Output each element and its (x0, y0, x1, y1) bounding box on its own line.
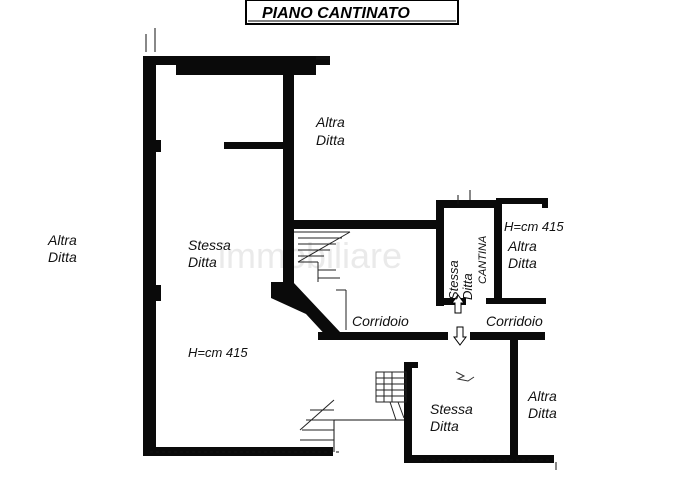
label-cantina: Stessa Ditta CANTINA (446, 236, 489, 300)
sketch-mark (455, 371, 475, 382)
thin-lines (145, 28, 557, 470)
label-altra-ditta-left: Altra Ditta (47, 232, 81, 265)
stairs-lower (299, 371, 407, 441)
label-stessa-ditta-main: Stessa Ditta (188, 237, 235, 270)
door-arrows (451, 294, 467, 346)
label-height-main: H=cm 415 (188, 345, 248, 360)
label-corridoio-right: Corridoio (486, 313, 543, 329)
title-box: PIANO CANTINATO (245, 0, 459, 25)
label-height-right: H=cm 415 (504, 219, 564, 234)
label-stessa-ditta-bottom: Stessa Ditta (430, 401, 477, 434)
label-corridoio-left: Corridoio (352, 313, 409, 329)
stairs-upper (294, 231, 351, 330)
walls (143, 56, 554, 463)
label-altra-ditta-right: Altra Ditta (507, 238, 541, 271)
plan-title: PIANO CANTINATO (262, 5, 410, 22)
label-altra-ditta-top: Altra Ditta (315, 114, 349, 148)
svg-text:Stessa Ditta CANTI: Stessa Ditta CANTINA (446, 236, 489, 300)
label-altra-ditta-bottom-right: Altra Ditta (527, 388, 561, 421)
